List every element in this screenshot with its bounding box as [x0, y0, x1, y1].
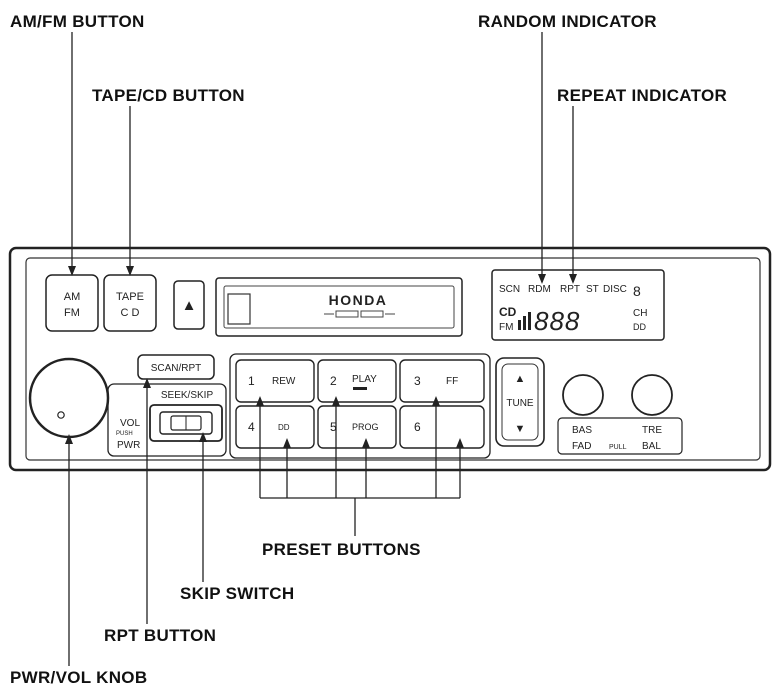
preset-4-label: DD: [278, 423, 290, 432]
am-fm-button-callout: AM/FM BUTTON: [10, 12, 145, 31]
bal-label: BAL: [642, 441, 661, 452]
tone-label-panel: [557, 417, 683, 455]
tre-label: TRE: [642, 425, 662, 436]
arrowheads: [65, 266, 577, 448]
preset-2-number: 2: [330, 374, 337, 388]
eject-icon: ▲: [182, 297, 197, 314]
preset-3-label: FF: [446, 376, 458, 387]
fad-label: FAD: [572, 441, 591, 452]
preset-1-label: REW: [272, 376, 296, 387]
seek-skip-label: SEEK/SKIP: [161, 390, 214, 401]
lcd-display: [491, 269, 665, 341]
tune-up-icon: ▲: [515, 373, 526, 385]
preset-buttons-callout: PRESET BUTTONS: [262, 540, 421, 559]
am-fm-button[interactable]: AM FM: [45, 274, 99, 332]
pwr-vol-knob-callout: PWR/VOL KNOB: [10, 668, 148, 687]
fm-label: FM: [64, 307, 80, 319]
tape-cd-button[interactable]: TAPE C D: [103, 274, 157, 332]
preset-button-1[interactable]: 1 REW: [235, 359, 315, 403]
scan-rpt-button[interactable]: SCAN/RPT: [137, 354, 215, 380]
repeat-indicator-callout: REPEAT INDICATOR: [557, 86, 728, 105]
seek-skip-switch[interactable]: [149, 404, 223, 442]
leader-lines: [68, 32, 574, 666]
tune-down-icon: ▼: [515, 423, 526, 435]
seek-skip-panel: [107, 383, 227, 457]
bass-fader-knob[interactable]: [562, 374, 604, 416]
level-bar-3: [528, 312, 531, 330]
cassette-slot: [215, 277, 463, 337]
preset-5-number: 5: [330, 420, 337, 434]
tune-rocker[interactable]: ▲ TUNE ▼: [495, 357, 545, 447]
honda-logo: HONDA: [329, 292, 388, 308]
vol-label: VOL: [120, 418, 140, 429]
st-indicator: ST: [586, 284, 599, 295]
scan-rpt-label: SCAN/RPT: [151, 363, 202, 374]
cd-indicator: CD: [499, 305, 517, 319]
bas-label: BAS: [572, 425, 592, 436]
preset-6-number: 6: [414, 420, 421, 434]
am-label: AM: [64, 291, 81, 303]
preset-button-5[interactable]: 5 PROG: [317, 405, 397, 449]
random-indicator-callout: RANDOM INDICATOR: [478, 12, 657, 31]
tune-label: TUNE: [506, 398, 534, 409]
disc-digit: 8: [633, 283, 641, 299]
tape-label: TAPE: [116, 291, 144, 303]
preset-button-2[interactable]: 2 PLAY: [317, 359, 397, 403]
preset-3-number: 3: [414, 374, 421, 388]
dd-indicator: DD: [633, 322, 646, 332]
ch-indicator: CH: [633, 308, 647, 319]
preset-5-label: PROG: [352, 422, 379, 432]
pwr-vol-knob[interactable]: [28, 357, 110, 439]
preset-button-4[interactable]: 4 DD: [235, 405, 315, 449]
scn-indicator: SCN: [499, 284, 520, 295]
pwr-label: PWR: [117, 440, 140, 451]
radio-faceplate: [8, 246, 772, 472]
level-bar-2: [523, 316, 526, 330]
preset-panel: [229, 353, 491, 459]
skip-switch-callout: SKIP SWITCH: [180, 584, 295, 603]
rpt-indicator: RPT: [560, 284, 580, 295]
preset-1-number: 1: [248, 374, 255, 388]
eject-button[interactable]: ▲: [173, 280, 205, 330]
preset-4-number: 4: [248, 420, 255, 434]
preset-button-3[interactable]: 3 FF: [399, 359, 485, 403]
preset-2-label: PLAY: [352, 374, 377, 385]
level-bar-1: [518, 320, 521, 330]
tape-cd-button-callout: TAPE/CD BUTTON: [92, 86, 245, 105]
radio-faceplate-inner: [25, 257, 761, 461]
push-label: PUSH: [116, 431, 133, 437]
play-indicator-icon: [353, 387, 367, 390]
pull-label: PULL: [609, 444, 627, 451]
rdm-indicator: RDM: [528, 284, 551, 295]
cd-label: C D: [121, 307, 140, 319]
treble-balance-knob[interactable]: [631, 374, 673, 416]
preset-button-6[interactable]: 6: [399, 405, 485, 449]
frequency-digits: 888: [534, 306, 580, 336]
disc-indicator: DISC: [603, 284, 627, 295]
rpt-button-callout: RPT BUTTON: [104, 626, 217, 645]
fm-indicator: FM: [499, 322, 513, 333]
